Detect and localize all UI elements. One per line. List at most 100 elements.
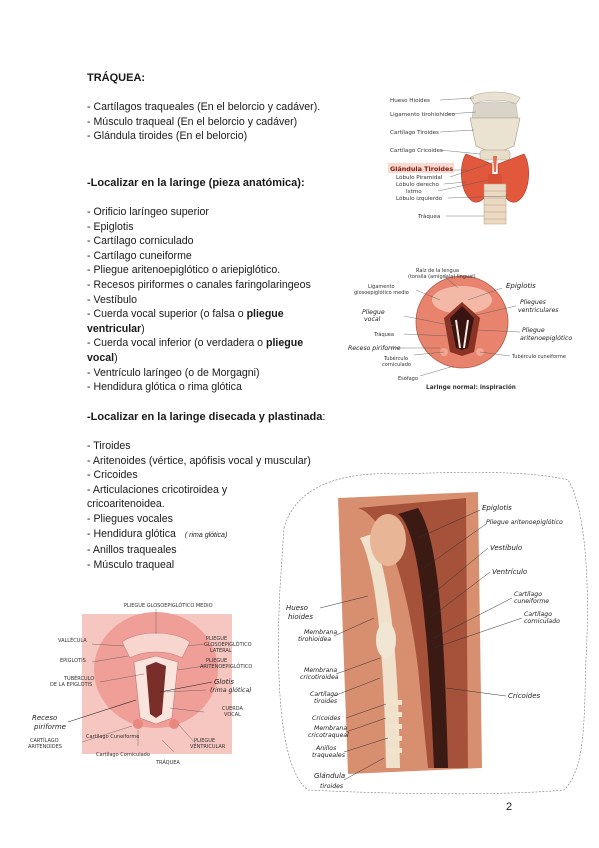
label-corniculate: Cartílago Corniculado <box>96 751 150 758</box>
hand-rings-2: traqueales <box>312 751 346 759</box>
label-trachea: Tráquea <box>417 213 440 220</box>
text-run: ) <box>114 351 118 364</box>
larynx-dissected-title: -Localizar en la laringe disecada y plas… <box>87 410 325 425</box>
label-thyroid-gland: Glándula Tiroides <box>390 165 453 173</box>
hand-vocal-fold-2: vocal <box>364 316 381 323</box>
list-item: - Vestíbulo <box>87 293 138 306</box>
hand-cricoid: Cricoides <box>508 692 541 700</box>
highlight-box <box>388 163 454 173</box>
label-ligament: Ligamento <box>368 284 395 290</box>
list-item: - Cartílago corniculado <box>87 235 194 248</box>
hand-glottis: Glotis <box>214 678 234 686</box>
hand-recess-1: Receso <box>32 714 57 722</box>
list-item: - Hendidura glótica o rima glótica <box>87 381 242 394</box>
label-arytenoid-2: ARITENOIDES <box>28 744 62 750</box>
airway-lumen <box>398 508 448 768</box>
hand-leader <box>67 699 137 723</box>
label-trachea: TRÁQUEA <box>155 759 180 766</box>
list-item-continued: vocal) <box>87 351 311 366</box>
hand-leader <box>159 681 213 693</box>
label-ventricular-2: VENTRICULAR <box>190 744 226 750</box>
text-run: - Hendidura glótica <box>87 527 176 540</box>
hand-thyroid-cart-2: tiroides <box>314 697 338 705</box>
larynx-dissected-list: - Tiroides - Aritenoides (vértice, apófi… <box>87 439 311 572</box>
hand-corniculate-2: corniculado <box>524 618 560 625</box>
cricoid-shape <box>376 622 396 658</box>
leader-lines <box>81 609 207 753</box>
label-cricoid: Cartílago Cricoides <box>390 147 443 154</box>
label-vallecula: VALLÉCULA <box>58 636 87 644</box>
bold-run: ventricular <box>87 322 142 335</box>
list-item: - Cuerda vocal superior (o falsa o plieg… <box>87 307 311 322</box>
figure-frame <box>278 472 588 795</box>
bold-run: vocal <box>87 351 115 364</box>
trachea-rings <box>483 183 507 225</box>
label-ventricular-1: PLIEGUE <box>194 738 215 744</box>
label-tubercle-1: TUBÉRCULO <box>63 674 94 682</box>
label-corniculate: corniculado <box>382 362 411 368</box>
rima-glottidis <box>146 662 166 718</box>
list-item: - Pliegues vocales <box>87 512 173 525</box>
label-tubercle-2: DE LA EPIGLOTIS <box>50 682 92 688</box>
label-cuneiform-tubercle: Tubérculo cuneiforme <box>511 353 566 360</box>
hand-ae-fold-1: Pliegue <box>522 327 545 334</box>
list-item: - Articulaciones cricotiroidea y <box>87 483 228 496</box>
label-left-lobe: Lóbulo izquierdo <box>396 195 443 202</box>
hand-piriform: Receso piriforme <box>348 345 401 352</box>
cartilage-strip <box>360 534 400 768</box>
list-item: - Músculo traqueal (En el belorcio y cad… <box>87 115 298 128</box>
text-run: - Cuerda vocal inferior (o verdadera o <box>87 337 267 350</box>
page-number: 2 <box>506 801 513 813</box>
hand-cricotracheal-2: cricotraqueal <box>308 731 349 739</box>
hand-corniculate-1: Cartílago <box>524 610 552 618</box>
hand-ventricular-1: Pliegues <box>520 299 547 306</box>
label-ae-fold-2: ARITENOEPIGLÓTICO <box>200 663 252 670</box>
list-item: - Cartílago cuneiforme <box>87 249 192 262</box>
list-item: - Anillos traqueales <box>87 544 177 557</box>
label-cuneiform: Cartílago Cuneiforme <box>86 733 139 740</box>
hand-recess-2: piriforme <box>33 723 66 731</box>
hand-hyoid-1: Hueso <box>286 604 308 612</box>
leader-lines <box>390 275 521 377</box>
label-median-fold: PLIEGUE GLOSOEPIGLÓTICO MEDIO <box>124 602 213 609</box>
hand-vestibule: Vestíbulo <box>490 544 522 552</box>
bold-run: pliegue <box>266 337 304 350</box>
bold-run: pliegue <box>246 308 284 321</box>
sagittal-figure: Epiglotis Pliegue aritenoepiglótico Vest… <box>278 472 588 795</box>
list-item: cricoaritenoidea. <box>87 498 165 511</box>
hand-thyroid-gland-2: tiroides <box>320 782 344 790</box>
trachea-lumen <box>450 306 474 350</box>
label-vocal-cord-2: VOCAL <box>224 712 241 718</box>
label-tubercle: Tubérculo <box>383 355 408 362</box>
label-trachea: Tráquea <box>373 331 394 338</box>
corniculate-left <box>133 719 143 729</box>
glottis-figure: PLIEGUE GLOSOEPIGLÓTICO MEDIO VALLÉCULA … <box>28 602 252 766</box>
hand-cricotracheal-1: Membrana <box>314 725 347 732</box>
list-item: - Tiroides <box>87 440 131 452</box>
hand-ventricular-2: ventriculares <box>518 306 559 314</box>
list-item: - Recesos piriformes o canales faringola… <box>87 278 311 291</box>
hand-ventricle: Ventrículo <box>492 568 527 576</box>
larynx-piece-title: -Localizar en la laringe (pieza anatómic… <box>87 177 305 189</box>
label-lingual-tonsil: (tonsila (amígdala) lingual) <box>408 273 476 280</box>
hand-epiglottis: Epiglotis <box>506 282 536 290</box>
trachea-list: - Cartílagos traqueales (En el belorcio … <box>87 100 320 144</box>
list-item: - Cricoides <box>87 469 138 482</box>
trachea-title: TRÁQUEA: <box>87 72 146 84</box>
list-item: - Cartílagos traqueales (En el belorcio … <box>87 101 321 113</box>
leader-lines <box>319 509 523 781</box>
label-thyrohyoid: Ligamento tirohiohideo <box>390 112 455 118</box>
isthmus-shape <box>488 174 502 184</box>
label-tongue-root: Raíz de la lengua <box>416 267 459 274</box>
hand-rings-1: Anillos <box>315 745 337 752</box>
hand-cuneiform-2: cuneiforme <box>514 598 549 605</box>
label-vocal-cord-1: CUERDA <box>222 706 244 712</box>
hand-vocal-fold-1: Pliegue <box>362 309 385 316</box>
list-item: - Músculo traqueal <box>87 558 175 571</box>
label-hyoid: Hueso Hioides <box>390 98 430 104</box>
hand-epiglottis: Epiglotis <box>482 504 512 512</box>
label-pyramidal: Lóbulo Piramidal <box>396 174 443 181</box>
epiglottis-shape <box>121 632 191 659</box>
list-item: - Ventrículo laríngeo (o de Morgagni) <box>87 366 260 379</box>
hand-ae-fold: Pliegue aritenoepiglótico <box>486 518 563 526</box>
